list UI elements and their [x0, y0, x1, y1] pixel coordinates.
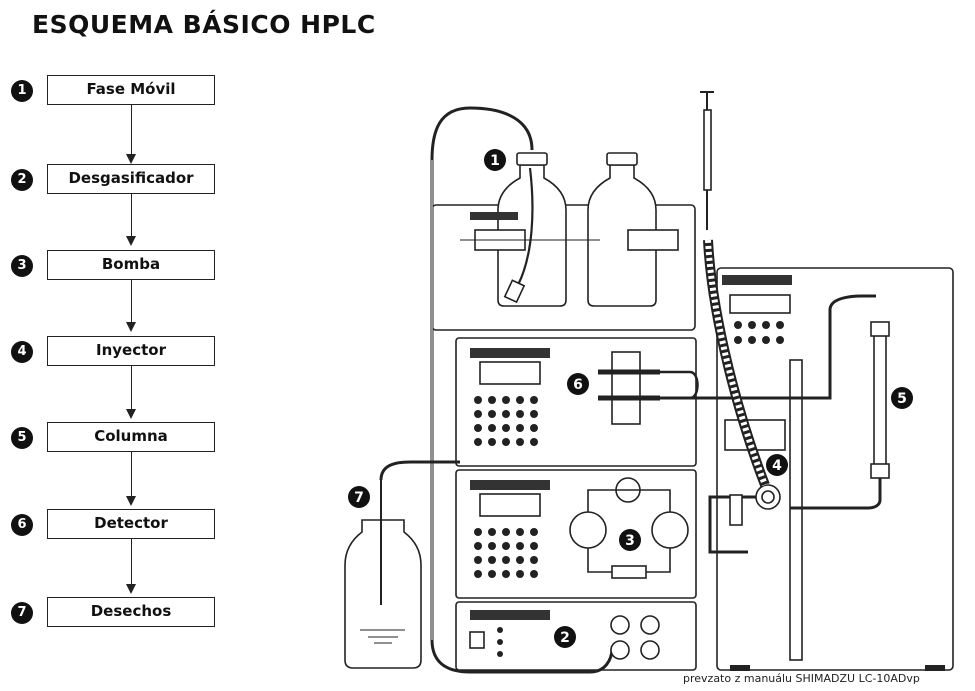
illustration-marker-7: 7: [348, 486, 370, 508]
svg-text:5: 5: [897, 391, 907, 407]
flow-arrowhead-2: [126, 236, 136, 246]
svg-text:3: 3: [625, 533, 635, 549]
flow-arrow-1: [131, 105, 132, 155]
flow-arrowhead-3: [126, 322, 136, 332]
hplc-instrument-illustration: 1 2 3 4 5 6 7: [344, 91, 954, 674]
step-box-detector: Detector: [47, 509, 215, 539]
step-box-bomba: Bomba: [47, 250, 215, 280]
flow-arrowhead-1: [126, 154, 136, 164]
step-number-4: 4: [11, 341, 33, 363]
flow-arrow-6: [131, 539, 132, 585]
step-box-desechos: Desechos: [47, 597, 215, 627]
step-number-7: 7: [11, 602, 33, 624]
flow-arrowhead-5: [126, 496, 136, 506]
illustration-marker-3: 3: [619, 529, 641, 551]
step-box-fase-movil: Fase Móvil: [47, 75, 215, 105]
svg-text:4: 4: [772, 458, 782, 474]
step-box-inyector: Inyector: [47, 336, 215, 366]
step-number-1: 1: [11, 80, 33, 102]
flow-arrow-5: [131, 452, 132, 497]
source-caption: prevzato z manuálu SHIMADZU LC-10ADvp: [683, 672, 920, 685]
flow-arrow-4: [131, 366, 132, 410]
page-title: ESQUEMA BÁSICO HPLC: [32, 10, 376, 39]
step-number-6: 6: [11, 514, 33, 536]
step-number-2: 2: [11, 169, 33, 191]
illustration-marker-4: 4: [766, 454, 788, 476]
illustration-marker-5: 5: [891, 387, 913, 409]
step-number-5: 5: [11, 427, 33, 449]
illustration-marker-1: 1: [484, 149, 506, 171]
illustration-marker-2: 2: [554, 626, 576, 648]
flow-arrow-3: [131, 280, 132, 323]
step-box-desgasificador: Desgasificador: [47, 164, 215, 194]
svg-text:1: 1: [490, 153, 500, 169]
flow-arrowhead-4: [126, 409, 136, 419]
step-number-3: 3: [11, 255, 33, 277]
flow-arrowhead-6: [126, 584, 136, 594]
flow-arrow-2: [131, 194, 132, 237]
svg-text:2: 2: [560, 630, 570, 646]
svg-text:7: 7: [354, 490, 364, 506]
svg-text:6: 6: [573, 377, 583, 393]
flowchart: 1 Fase Móvil 2 Desgasificador 3 Bomba 4 …: [0, 0, 300, 691]
step-box-columna: Columna: [47, 422, 215, 452]
illustration-marker-6: 6: [567, 373, 589, 395]
